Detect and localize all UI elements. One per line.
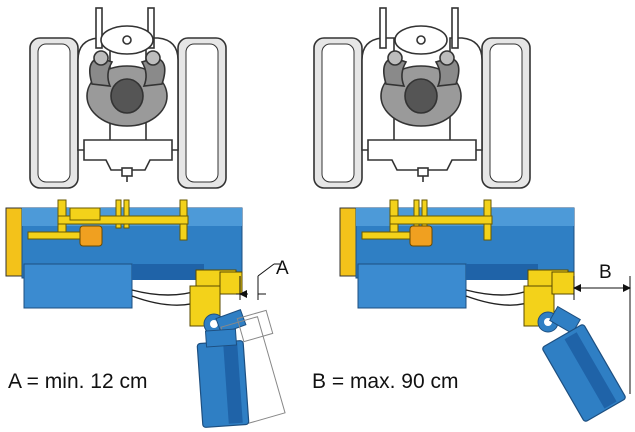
caption-b: B = max. 90 cm [312,370,459,393]
frame-lower-box-left [23,263,133,309]
tractor-body-left [83,139,173,171]
caption-a: A = min. 12 cm [8,370,148,393]
mower-frame-right [339,199,575,309]
tractor-left [29,7,227,189]
cutter-head-left [196,328,250,428]
frame-side-plate-left [5,207,25,277]
right-panel [313,7,631,422]
yellow-subframe-left [27,199,189,241]
tractor-right [313,7,531,189]
mower-arm-right [523,269,581,335]
driver-left [86,50,168,127]
driver-right [380,50,462,127]
rollbar-right-post [147,7,155,49]
rollbar-left-post [95,7,103,49]
dimension-a [236,263,280,300]
dimension-b [573,276,631,394]
dimension-label-b: B [599,262,612,283]
left-panel [5,7,286,428]
mower-arm-left [189,269,247,335]
cutter-head-right [542,324,626,422]
orange-block-right [409,225,433,247]
orange-block-left [79,225,103,247]
dimension-label-a: A [276,258,289,279]
mower-frame-left [5,199,243,309]
tractor-body-right [367,139,477,171]
frame-lower-box-right [357,263,467,309]
